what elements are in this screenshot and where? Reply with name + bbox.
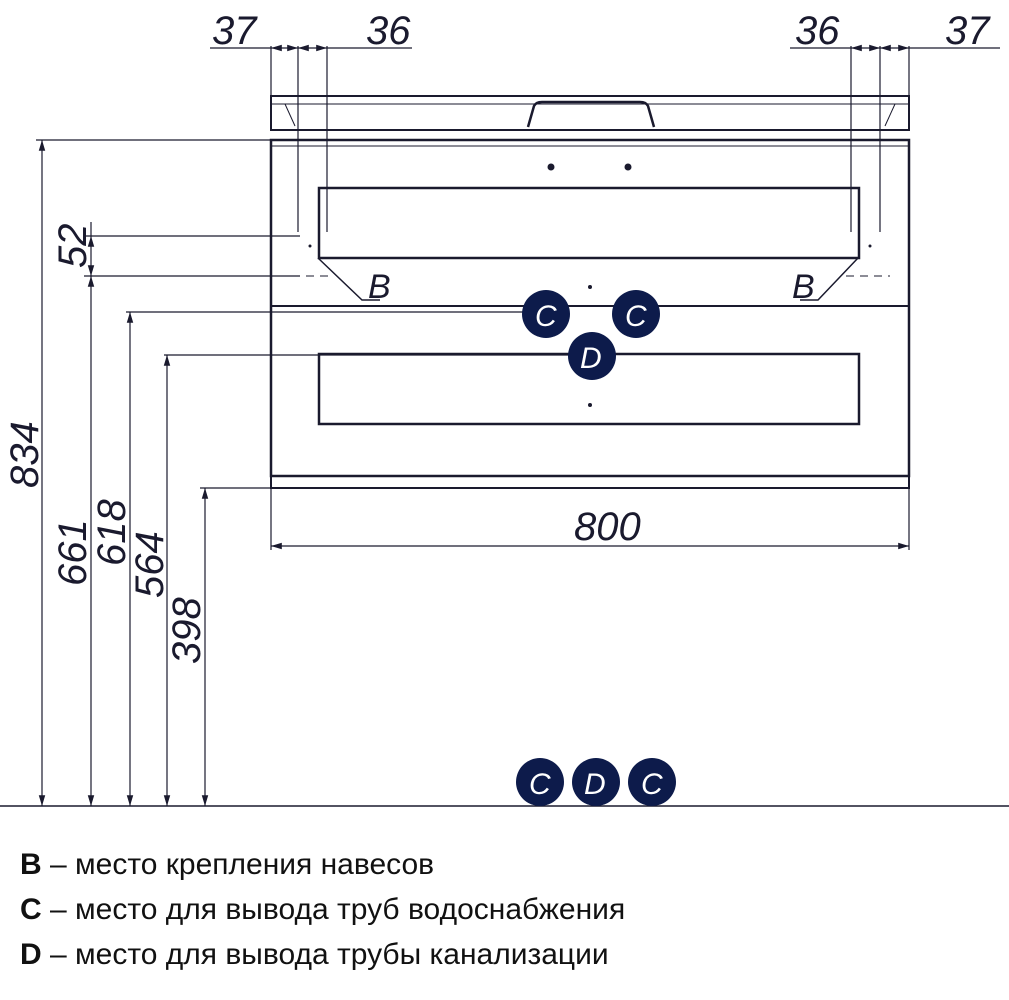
- marker-water-left: C: [522, 290, 570, 338]
- legend-text: – место для вывода трубы канализации: [50, 938, 609, 971]
- dim-label-37-left: 37: [212, 9, 258, 53]
- svg-text:D: D: [584, 768, 606, 801]
- cabinet-drawing: 37 36 36 37 800 834 52 661 618 564 398 B…: [0, 9, 1009, 807]
- dim-label-52: 52: [51, 224, 95, 269]
- legend-text: – место крепления навесов: [50, 848, 435, 881]
- floor-marker-water-right: C: [628, 758, 676, 806]
- dim-label-36-left: 36: [366, 9, 411, 53]
- dim-label-661: 661: [51, 519, 95, 586]
- dim-label-564: 564: [128, 531, 172, 598]
- plinth: [270, 475, 910, 489]
- legend-row-c: C – место для вывода труб водоснабжения: [20, 887, 625, 932]
- marker-water-right: C: [612, 290, 660, 338]
- upper-drawer-panel: [317, 186, 861, 260]
- mounting-dots: [308, 163, 872, 407]
- legend-key: D: [20, 938, 42, 971]
- hanger-label-right: B: [792, 268, 815, 306]
- svg-text:C: C: [535, 300, 557, 333]
- dim-label-398: 398: [165, 597, 209, 664]
- legend-text: – место для вывода труб водоснабжения: [50, 893, 626, 926]
- dim-label-800: 800: [574, 505, 641, 549]
- dim-label-36-right: 36: [795, 9, 840, 53]
- faucet-bump: [526, 100, 656, 128]
- basin-top: [270, 95, 910, 131]
- svg-text:C: C: [625, 300, 647, 333]
- svg-text:D: D: [580, 342, 602, 375]
- svg-text:C: C: [529, 768, 551, 801]
- hanger-bracket-right: [800, 257, 859, 301]
- hanger-bracket-left: [317, 257, 380, 301]
- legend-key: B: [20, 848, 42, 881]
- legend-key: C: [20, 893, 42, 926]
- legend-row-b: B – место крепления навесов: [20, 842, 625, 887]
- hanger-label-left: B: [368, 268, 391, 306]
- top-dimension-extensions: [270, 46, 910, 232]
- legend: B – место крепления навесов C – место дл…: [20, 842, 625, 977]
- marker-drain: D: [568, 332, 616, 380]
- dim-label-618: 618: [90, 499, 134, 566]
- dim-label-37-right: 37: [945, 9, 991, 53]
- legend-row-d: D – место для вывода трубы канализации: [20, 932, 625, 977]
- floor-marker-water-left: C: [516, 758, 564, 806]
- svg-text:C: C: [641, 768, 663, 801]
- floor-marker-drain: D: [572, 758, 620, 806]
- cabinet-body: [269, 138, 911, 489]
- dim-label-834: 834: [3, 421, 47, 488]
